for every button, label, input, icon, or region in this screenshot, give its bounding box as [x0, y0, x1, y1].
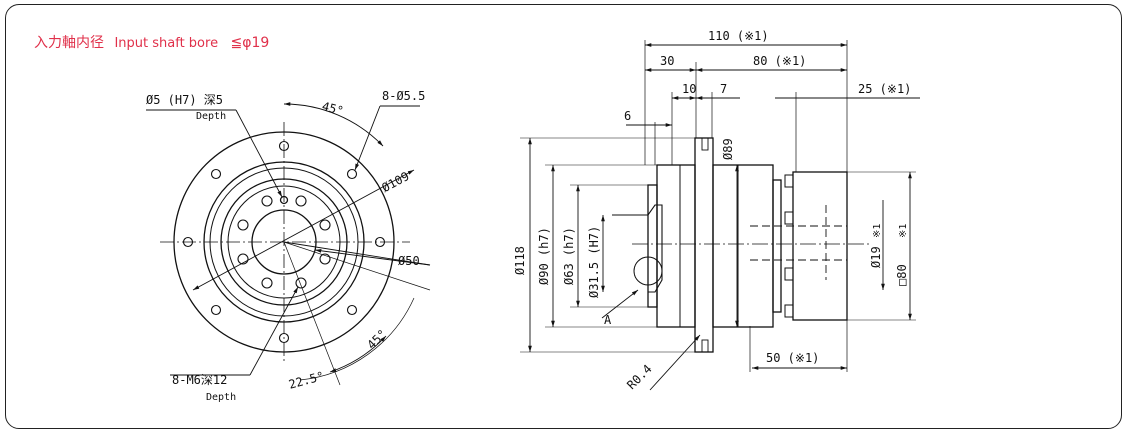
input-housing: [712, 164, 774, 328]
side-view-labels: 110 (※1) 30 80 (※1) 10 7 6 25 (※1) 50 (※…: [513, 29, 911, 392]
pin-hole-depth: Depth: [196, 111, 226, 122]
tapped-hole: [237, 219, 249, 231]
flange-hole: [346, 168, 358, 180]
len-7-label: 7: [720, 82, 727, 96]
dia-31-5-label: Ø31.5 (H7): [587, 226, 601, 298]
side-view: [520, 40, 920, 391]
tapped-hole: [261, 277, 273, 289]
flange-hole: [278, 332, 290, 344]
pin-hole-label: Ø5 (H7) 深5: [146, 93, 223, 107]
len-10-label: 10: [682, 82, 696, 96]
dia-89-label: Ø89: [721, 138, 735, 160]
title-en: Input shaft bore: [114, 36, 219, 51]
square-80-label: □80: [895, 264, 909, 286]
dia-90-label: Ø90 (h7): [537, 227, 551, 285]
drawing-frame: [5, 4, 1122, 429]
tapped-hole: [295, 195, 307, 207]
len-25-label: 25 (※1): [858, 82, 911, 96]
len-80-label: 80 (※1): [753, 54, 806, 68]
pcd-inner-label: Ø50: [398, 254, 420, 268]
detail-a-label: A: [604, 313, 612, 327]
tapped-hole: [319, 219, 331, 231]
motor-adapter: [792, 171, 848, 321]
len-50-label: 50 (※1): [766, 351, 819, 365]
dia-19-note: ※1: [872, 224, 883, 238]
angle-top-label: 45°: [320, 99, 345, 118]
flange-hole: [182, 236, 194, 248]
tapped-hole: [261, 195, 273, 207]
drawing-title: 入力軸内径 Input shaft bore ≦φ19: [34, 32, 269, 52]
dia-19-label: Ø19: [869, 246, 883, 268]
detail-a-circle: [633, 256, 663, 286]
pcd-outer-label: Ø109: [379, 169, 411, 195]
angle-offset-label: 22.5°: [287, 369, 326, 392]
square-80-note: ※1: [898, 224, 909, 238]
tapped-depth: Depth: [206, 392, 236, 403]
tapped-holes-label: 8-M6深12: [172, 373, 227, 387]
front-view-labels: Ø5 (H7) 深5 Depth 45° 8-Ø5.5 Ø109 Ø50 45°…: [146, 89, 425, 403]
dia-63-label: Ø63 (h7): [562, 227, 576, 285]
front-view: [146, 102, 431, 386]
title-jp: 入力軸内径: [34, 35, 104, 51]
mount-holes-label: 8-Ø5.5: [382, 89, 425, 103]
dia-118-label: Ø118: [513, 246, 527, 275]
len-30-label: 30: [660, 54, 674, 68]
flange-plate: [694, 137, 714, 353]
angle-bottom-label: 45°: [364, 327, 389, 352]
output-body: [656, 164, 696, 328]
len-6-label: 6: [624, 109, 631, 123]
tapped-hole: [295, 277, 307, 289]
overall-length-label: 110 (※1): [708, 29, 769, 43]
flange-hole: [210, 304, 222, 316]
flange-hole: [210, 168, 222, 180]
flange-hole: [346, 304, 358, 316]
radius-label: R0.4: [624, 362, 654, 392]
title-spec: ≦φ19: [230, 35, 270, 51]
